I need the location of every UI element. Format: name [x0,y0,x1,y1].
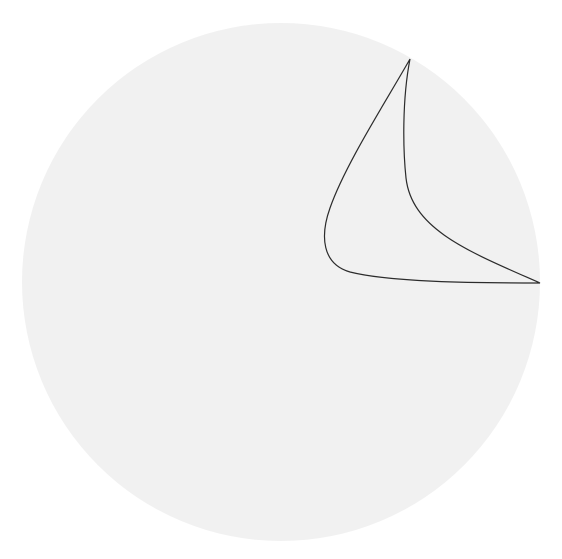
curved-triangle [324,58,541,284]
unit-disc [22,23,540,541]
